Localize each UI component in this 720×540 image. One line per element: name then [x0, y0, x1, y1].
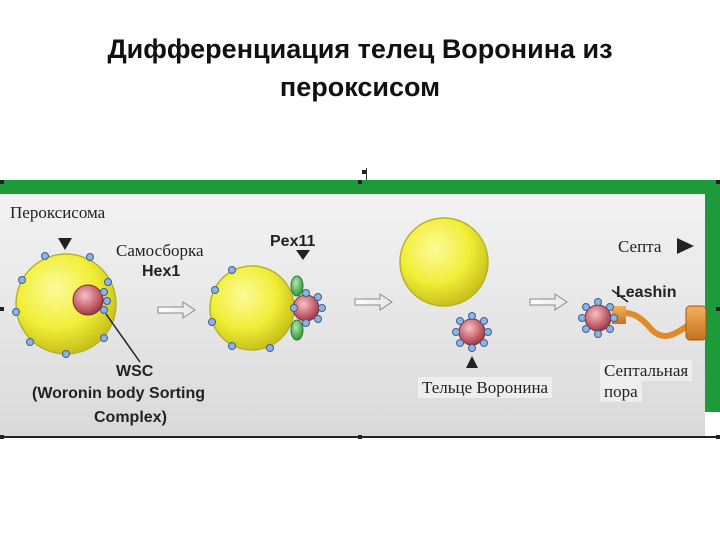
anchor-mark — [362, 170, 366, 174]
corner-mark-top-left — [0, 180, 4, 184]
right-arrow-icon-2 — [354, 293, 393, 311]
septum-block — [685, 305, 707, 341]
slide-title-line-1: Дифференциация телец Воронина из — [107, 34, 613, 64]
corner-mark-mid — [358, 435, 362, 439]
stage-2-pex11 — [208, 250, 326, 352]
label-septum: Септа — [618, 237, 662, 256]
top-green-band — [0, 180, 720, 194]
label-self-assembly: Самосборка — [112, 240, 208, 261]
pex11-green-bottom — [290, 319, 304, 341]
diagram-canvas — [12, 217, 707, 368]
pex11-green-top — [290, 275, 304, 297]
label-septal-pore-2: пора — [600, 381, 642, 402]
slide-title-line-2: пероксисом — [279, 72, 441, 102]
corner-mark-left — [0, 435, 4, 439]
side-mark-right — [716, 307, 720, 311]
budding-dots — [290, 289, 326, 327]
septum-arrow-icon — [677, 238, 694, 254]
pex11-arrow-icon — [296, 250, 310, 260]
leashin-pointer-line — [611, 289, 629, 303]
membrane-protein-dots — [12, 252, 112, 358]
label-wsc-complex: Complex) — [94, 409, 167, 426]
connector-stem — [366, 168, 367, 180]
stage-1-peroxisome — [12, 238, 141, 363]
label-pex11: Pex11 — [270, 233, 316, 250]
label-hex1: Hex1 — [142, 263, 181, 280]
side-mark-left — [0, 307, 4, 311]
woronin-dots — [452, 312, 492, 352]
label-woronin-body: Тельце Воронина — [418, 377, 553, 398]
peroxisome-circle-2 — [209, 265, 295, 351]
label-septal-pore: Септальная — [600, 360, 693, 381]
right-green-band — [705, 180, 720, 412]
corner-mark-top-right — [716, 180, 720, 184]
corner-mark-right — [716, 435, 720, 439]
label-peroxisome: Пероксисома — [10, 203, 106, 222]
slide-title: Дифференциация телец Воронина из перокси… — [0, 30, 720, 106]
hex1-granule — [72, 284, 104, 316]
membrane-protein-dots-2 — [208, 266, 274, 352]
right-arrow-icon-3 — [529, 293, 568, 311]
up-arrow-icon — [466, 356, 478, 368]
label-wsc-full: (Woronin body Sorting — [32, 385, 206, 402]
right-arrow-icon-1 — [157, 301, 196, 319]
label-wsc: WSC — [116, 363, 154, 380]
stage-3-woronin-body — [399, 217, 492, 368]
tethered-dots — [578, 298, 618, 338]
down-arrow-icon — [58, 238, 72, 250]
leashin-tether — [611, 309, 692, 339]
label-leashin: Leashin — [616, 284, 677, 301]
wsc-dots — [100, 288, 111, 314]
wsc-pointer-line — [105, 313, 141, 363]
peroxisome-circle-3 — [399, 217, 489, 307]
stage-4-septal-pore — [578, 238, 707, 341]
corner-mark-top-mid — [358, 180, 362, 184]
